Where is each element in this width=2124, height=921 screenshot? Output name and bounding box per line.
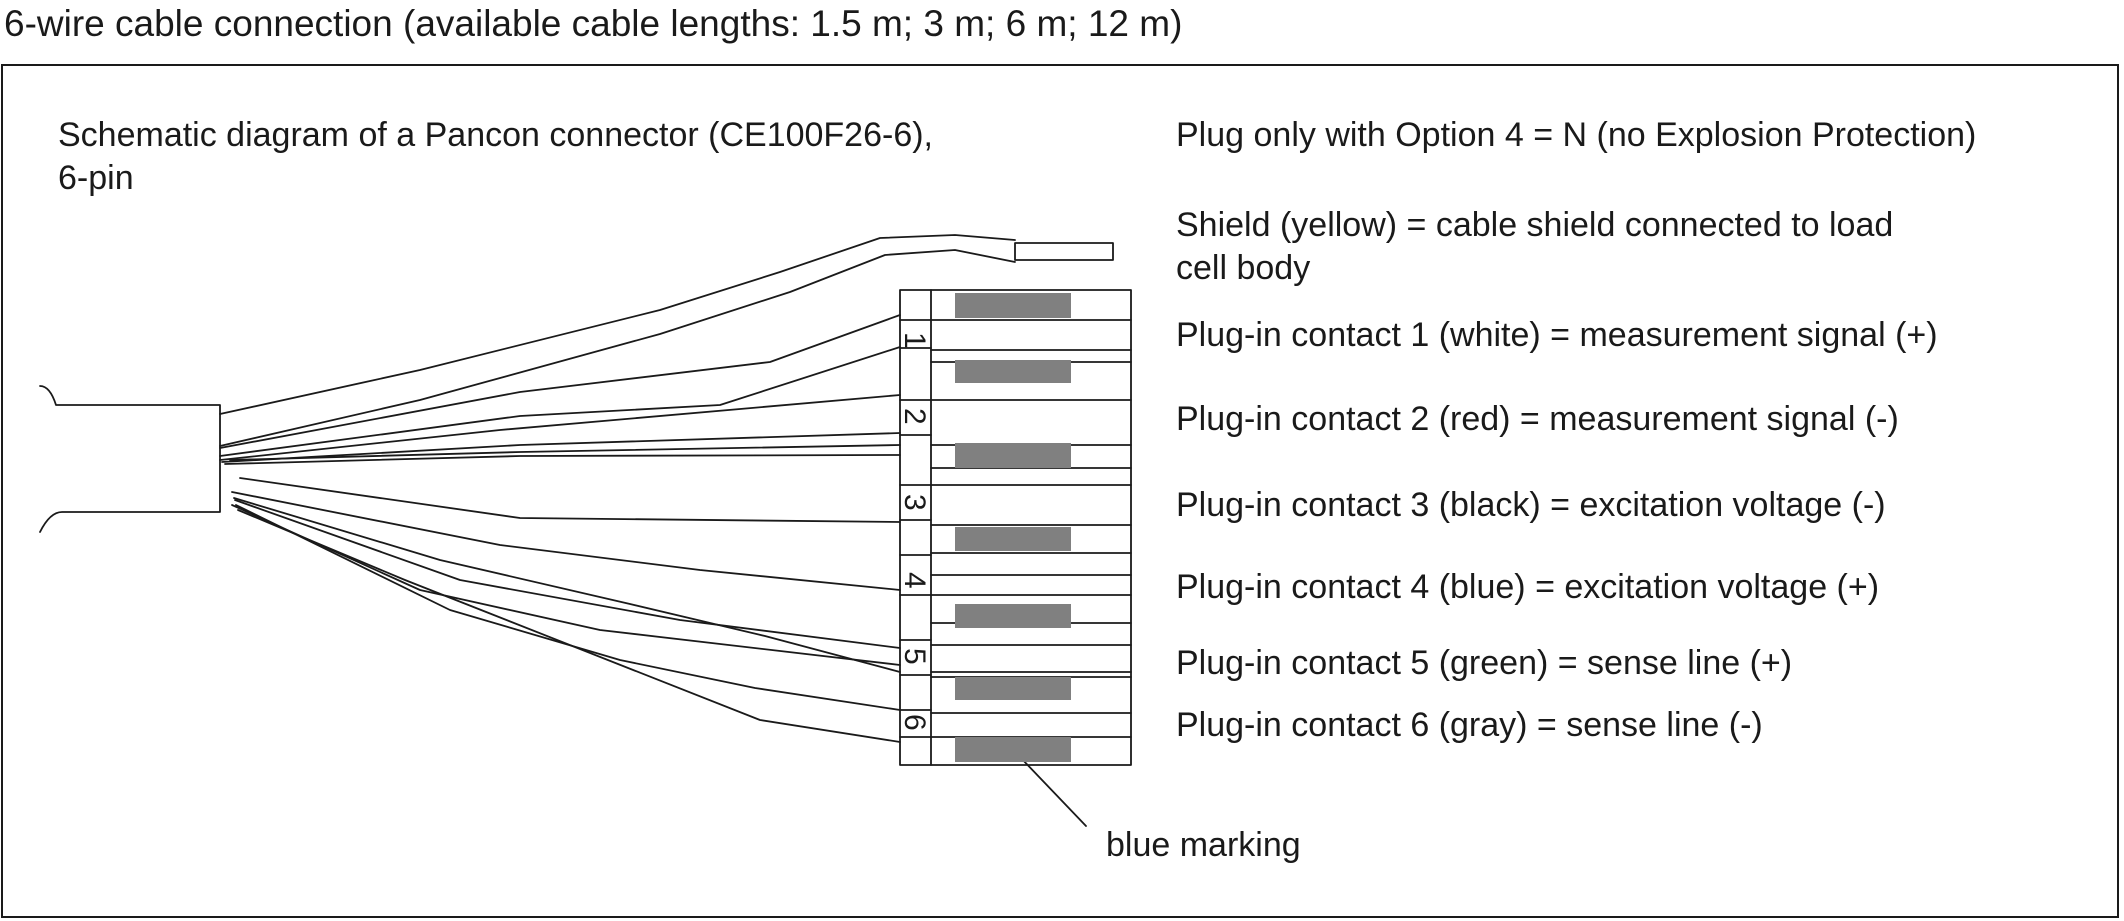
contact-5-description: Plug-in contact 5 (green) = sense line (… bbox=[1176, 644, 1793, 682]
contact-1-description: Plug-in contact 1 (white) = measurement … bbox=[1176, 316, 1938, 354]
contact-3-description: Plug-in contact 3 (black) = excitation v… bbox=[1176, 486, 1886, 524]
marking-block-6 bbox=[955, 737, 1071, 762]
blue-marking-label: blue marking bbox=[1106, 826, 1301, 864]
pin-number-2: 2 bbox=[898, 408, 931, 425]
wire-11 bbox=[233, 497, 901, 673]
wire-8 bbox=[231, 491, 901, 591]
marking-block-1 bbox=[955, 360, 1071, 383]
page-title: 6-wire cable connection (available cable… bbox=[4, 3, 1183, 44]
contact-2-description: Plug-in contact 2 (red) = measurement si… bbox=[1176, 400, 1899, 438]
wire-7 bbox=[239, 477, 901, 523]
marking-blocks bbox=[955, 293, 1071, 762]
wire-5 bbox=[224, 454, 901, 465]
schematic-caption-line1: Schematic diagram of a Pancon connector … bbox=[58, 116, 934, 154]
shield-braid bbox=[219, 234, 1016, 447]
wire-3 bbox=[219, 394, 901, 461]
marking-block-2 bbox=[955, 443, 1071, 468]
wire-13 bbox=[237, 509, 901, 743]
marking-block-3 bbox=[955, 527, 1071, 551]
wire-4 bbox=[221, 432, 901, 463]
shield-note-line1: Shield (yellow) = cable shield connected… bbox=[1176, 206, 1894, 244]
marking-block-5 bbox=[955, 677, 1071, 700]
pin-number-3: 3 bbox=[898, 494, 931, 511]
plug-option-note: Plug only with Option 4 = N (no Explosio… bbox=[1176, 116, 1977, 154]
pin-number-1: 1 bbox=[898, 332, 931, 349]
diagram-frame bbox=[1, 64, 2119, 918]
contact-4-description: Plug-in contact 4 (blue) = excitation vo… bbox=[1176, 568, 1880, 606]
wire-1 bbox=[219, 314, 901, 449]
contact-6-description: Plug-in contact 6 (gray) = sense line (-… bbox=[1176, 706, 1763, 744]
marking-block-0 bbox=[955, 293, 1071, 318]
wire-9 bbox=[234, 499, 901, 649]
pin-number-6: 6 bbox=[898, 714, 931, 731]
shield-note-line2: cell body bbox=[1176, 249, 1311, 287]
pin-label-dividers bbox=[899, 319, 932, 738]
pin-number-4: 4 bbox=[898, 572, 931, 589]
cable-jacket bbox=[39, 385, 221, 533]
wire-10 bbox=[231, 504, 901, 666]
wire-12 bbox=[235, 504, 901, 711]
marking-leader bbox=[1019, 756, 1087, 827]
connector-body bbox=[899, 289, 1132, 766]
wire-2 bbox=[219, 346, 901, 457]
marking-block-4 bbox=[955, 604, 1071, 628]
schematic-caption-line2: 6-pin bbox=[58, 159, 134, 197]
pin-number-5: 5 bbox=[898, 648, 931, 665]
shield-wire-end bbox=[1014, 242, 1114, 261]
wire-6 bbox=[229, 444, 901, 461]
